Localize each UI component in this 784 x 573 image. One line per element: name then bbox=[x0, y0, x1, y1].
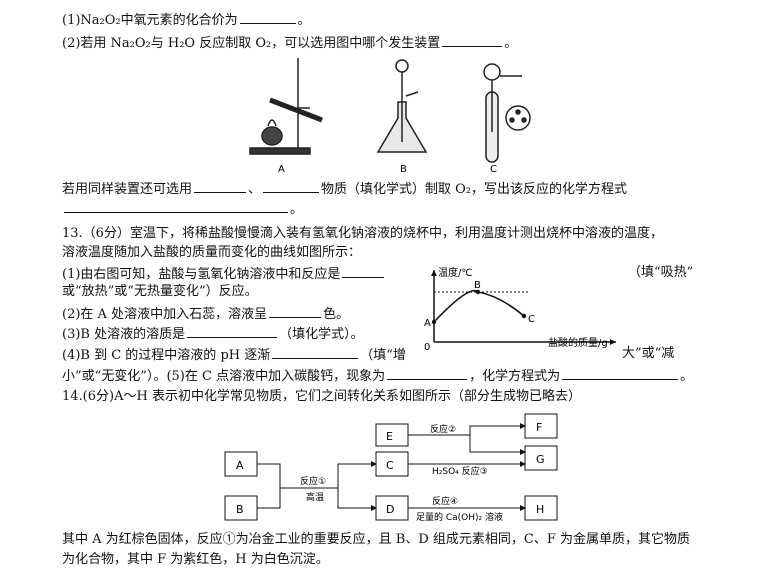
reaction-4-label: 反应④ bbox=[432, 495, 458, 507]
q12-line1: (1)Na₂O₂中氧元素的化合价为。 bbox=[62, 10, 311, 30]
answer-blank[interactable] bbox=[562, 366, 679, 380]
node-f-label: F bbox=[536, 421, 542, 434]
conversion-diagram: A B E C D F G H 反应① 高温 反应② H₂SO₄ 反应③ 反应④… bbox=[224, 413, 558, 523]
q12-line3: 若用同样装置还可选用、物质（填化学式）制取 O₂，写出该反应的化学方程式 bbox=[62, 179, 627, 199]
node-c-label: C bbox=[386, 459, 394, 472]
q14-p2: 为化合物，其中 F 为紫红色，H 为白色沉淀。 bbox=[62, 552, 329, 567]
q13-s4: (4)B 到 C 的过程中溶液的 pH 逐渐（填“增 bbox=[62, 345, 406, 365]
q13-s1-right: （填“吸热” bbox=[628, 265, 694, 280]
apparatus-c bbox=[483, 63, 531, 163]
q13-line2: 溶液温度随加入盐酸的质量而变化的曲线如图所示： bbox=[62, 245, 362, 260]
answer-blank[interactable] bbox=[263, 179, 320, 193]
q12-text: (1)Na₂O₂中氧元素的化合价为 bbox=[62, 13, 238, 28]
answer-blank[interactable] bbox=[387, 366, 468, 380]
node-g-label: G bbox=[536, 453, 545, 466]
answer-blank[interactable] bbox=[342, 264, 385, 278]
answer-blank[interactable] bbox=[239, 10, 296, 24]
node-a-label: A bbox=[236, 459, 244, 472]
temperature-curve-chart: 温度/℃ 盐酸的质量/g 0 A B C bbox=[424, 266, 616, 350]
q14-line1: 14.(6分)A～H 表示初中化学常见物质，它们之间转化关系如图所示（部分生成物… bbox=[62, 389, 581, 404]
answer-blank[interactable] bbox=[64, 199, 288, 213]
point-c bbox=[521, 313, 527, 319]
apparatus-label-a: A bbox=[278, 164, 285, 175]
node-g bbox=[524, 445, 558, 471]
q13-s2: (2)在 A 处溶液中加入石蕊，溶液呈色。 bbox=[62, 304, 349, 324]
apparatus-a bbox=[249, 58, 323, 155]
apparatus-label-c: C bbox=[490, 164, 497, 175]
node-b-label: B bbox=[236, 503, 244, 516]
node-h-label: H bbox=[536, 503, 544, 516]
reaction-1-condition: 高温 bbox=[306, 491, 324, 503]
point-a bbox=[431, 319, 437, 325]
q13-line1: 13.（6分）室温下，将稀盐酸慢慢滴入装有氢氧化钠溶液的烧杯中，利用温度计测出烧… bbox=[62, 226, 663, 241]
answer-blank[interactable] bbox=[269, 304, 322, 318]
q13-s3: (3)B 处溶液的溶质是（填化学式）。 bbox=[62, 324, 364, 344]
point-b bbox=[475, 289, 481, 295]
q12-line4: 。 bbox=[62, 199, 303, 219]
x-axis-label: 盐酸的质量/g bbox=[548, 336, 608, 349]
node-e-label: E bbox=[386, 430, 393, 443]
node-d-label: D bbox=[386, 503, 394, 516]
y-axis-label: 温度/℃ bbox=[438, 266, 473, 279]
node-f bbox=[524, 413, 558, 439]
answer-blank[interactable] bbox=[442, 33, 503, 47]
node-h bbox=[524, 495, 558, 521]
reaction-4-condition: 足量的 Ca(OH)₂ 溶液 bbox=[416, 511, 503, 523]
q13-s4-line2: 小”或“无变化”）。(5)在 C 点溶液中加入碳酸钙，现象为，化学方程式为。 bbox=[62, 366, 693, 386]
q12-line2: (2)若用 Na₂O₂与 H₂O 反应制取 O₂，可以选用图中哪个发生装置。 bbox=[62, 33, 517, 53]
reaction-1-label: 反应① bbox=[300, 475, 326, 487]
origin-label: 0 bbox=[424, 342, 430, 350]
q13-s1: (1)由右图可知，盐酸与氢氧化钠溶液中和反应是 bbox=[62, 264, 386, 284]
reaction-3-label: H₂SO₄ 反应③ bbox=[432, 465, 488, 477]
reaction-2-label: 反应② bbox=[430, 423, 456, 435]
apparatus-label-b: B bbox=[400, 164, 407, 175]
point-c-label: C bbox=[528, 314, 535, 325]
q14-p1: 其中 A 为红棕色固体，反应①为冶金工业的重要反应，且 B、D 组成元素相同，C… bbox=[62, 532, 690, 547]
point-b-label: B bbox=[474, 280, 481, 291]
answer-blank[interactable] bbox=[272, 345, 359, 359]
apparatus-figure: A B C bbox=[249, 58, 531, 175]
point-a-label: A bbox=[424, 318, 431, 329]
apparatus-b bbox=[376, 59, 428, 153]
answer-blank[interactable] bbox=[194, 179, 247, 193]
q13-s1-line2: 或“放热”或“无热量变化”）反应。 bbox=[62, 284, 258, 299]
answer-blank[interactable] bbox=[187, 324, 278, 338]
q13-s4-right: 大”或“减 bbox=[622, 346, 675, 361]
temperature-curve bbox=[433, 289, 525, 323]
